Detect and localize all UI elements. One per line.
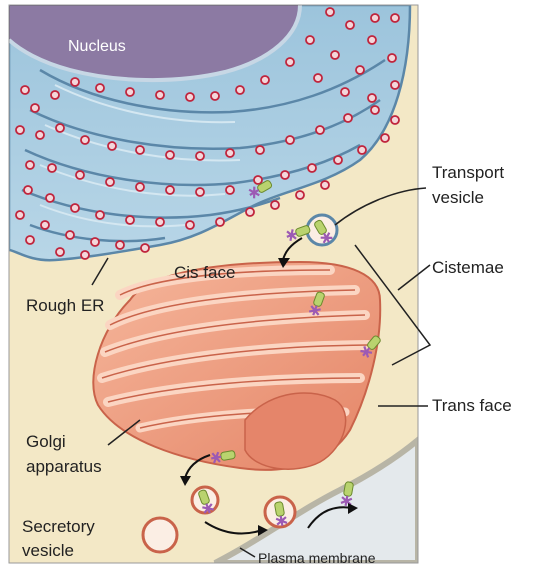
ribosome — [136, 146, 144, 154]
label-plasma-membrane: Plasma membrane — [258, 550, 376, 566]
fusing-vesicle — [265, 497, 295, 527]
ribosome — [371, 106, 379, 114]
ribosome — [156, 218, 164, 226]
ribosome — [91, 238, 99, 246]
ribosome — [391, 81, 399, 89]
label-rough-er: Rough ER — [26, 296, 104, 315]
label-cis-face: Cis face — [174, 263, 235, 282]
ribosome — [371, 14, 379, 22]
ribosome — [81, 136, 89, 144]
ribosome — [346, 21, 354, 29]
ribosome — [16, 211, 24, 219]
ribosome — [391, 116, 399, 124]
ribosome — [26, 161, 34, 169]
label-golgi-2: apparatus — [26, 457, 102, 476]
ribosome — [126, 88, 134, 96]
ribosome — [226, 149, 234, 157]
ribosome — [96, 211, 104, 219]
ribosome — [226, 186, 234, 194]
ribosome — [296, 191, 304, 199]
ribosome — [236, 86, 244, 94]
label-transport-1: Transport — [432, 163, 504, 182]
ribosome — [356, 66, 364, 74]
ribosome — [16, 126, 24, 134]
ribosome — [166, 151, 174, 159]
secretory-vesicle — [143, 518, 177, 552]
ribosome — [96, 84, 104, 92]
ribosome — [166, 186, 174, 194]
ribosome — [31, 104, 39, 112]
label-golgi-1: Golgi — [26, 432, 66, 451]
golgi-apparatus — [93, 262, 380, 470]
ribosome — [216, 218, 224, 226]
ribosome — [46, 194, 54, 202]
ribosome — [211, 92, 219, 100]
ribosome — [186, 221, 194, 229]
ribosome — [196, 152, 204, 160]
label-trans-face: Trans face — [432, 396, 512, 415]
ribosome — [306, 36, 314, 44]
ribosome — [334, 156, 342, 164]
ribosome — [126, 216, 134, 224]
ribosome — [388, 54, 396, 62]
ribosome — [156, 91, 164, 99]
ribosome — [381, 134, 389, 142]
ribosome — [186, 93, 194, 101]
ribosome — [308, 164, 316, 172]
ribosome — [76, 171, 84, 179]
ribosome — [254, 176, 262, 184]
ribosome — [36, 131, 44, 139]
ribosome — [316, 126, 324, 134]
ribosome — [368, 94, 376, 102]
ribosome — [71, 204, 79, 212]
ribosome — [286, 58, 294, 66]
label-cistemae: Cistemae — [432, 258, 504, 277]
ribosome — [246, 208, 254, 216]
ribosome — [196, 188, 204, 196]
ribosome — [281, 171, 289, 179]
ribosome — [256, 146, 264, 154]
ribosome — [48, 164, 56, 172]
ribosome — [358, 146, 366, 154]
ribosome — [24, 186, 32, 194]
label-nucleus: Nucleus — [68, 38, 126, 55]
ribosome — [66, 231, 74, 239]
label-transport-2: vesicle — [432, 188, 484, 207]
ribosome — [56, 248, 64, 256]
ribosome — [56, 124, 64, 132]
ribosome — [51, 91, 59, 99]
ribosome — [141, 244, 149, 252]
golgi-vesicle — [192, 487, 218, 515]
ribosome — [136, 183, 144, 191]
ribosome — [116, 241, 124, 249]
ribosome — [261, 76, 269, 84]
ribosome — [326, 8, 334, 16]
ribosome — [71, 78, 79, 86]
ribosome — [286, 136, 294, 144]
ribosome — [41, 221, 49, 229]
ribosome — [81, 251, 89, 259]
label-secretory-1: Secretory — [22, 517, 95, 536]
ribosome — [321, 181, 329, 189]
ribosome — [391, 14, 399, 22]
ribosome — [271, 201, 279, 209]
ribosome — [331, 51, 339, 59]
ribosome — [106, 178, 114, 186]
ribosome — [341, 88, 349, 96]
ribosome — [26, 236, 34, 244]
ribosome — [368, 36, 376, 44]
ribosome — [21, 86, 29, 94]
cell-region — [9, 5, 418, 563]
label-secretory-2: vesicle — [22, 541, 74, 560]
ribosome — [108, 142, 116, 150]
ribosome — [314, 74, 322, 82]
ribosome — [344, 114, 352, 122]
transport-vesicle — [307, 215, 337, 245]
